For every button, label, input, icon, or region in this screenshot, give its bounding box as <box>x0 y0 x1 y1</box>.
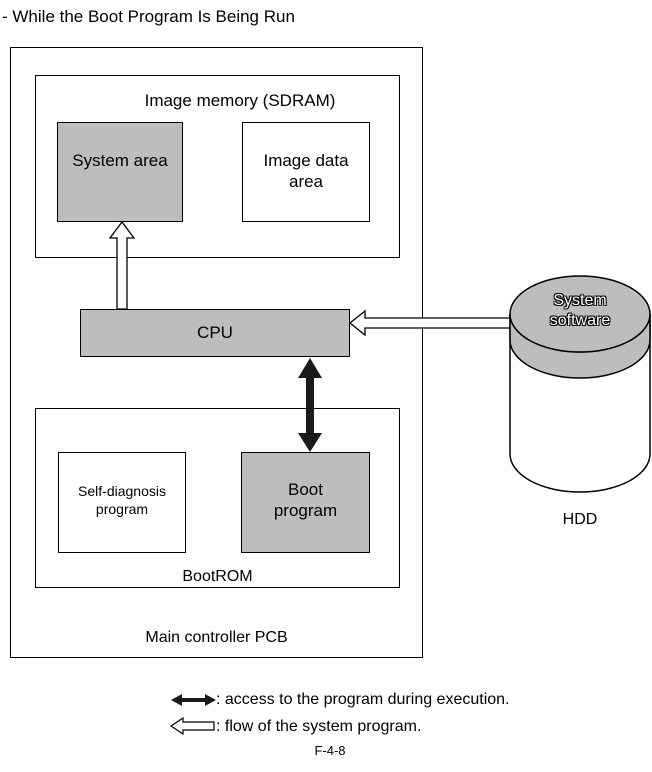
flow-arrow-hdd-to-cpu <box>348 309 515 337</box>
bootrom-label: BootROM <box>182 568 253 585</box>
self-diagnosis-box <box>58 452 186 553</box>
flow-arrow-cpu-to-system-area <box>108 220 136 310</box>
system-area-label: System area <box>72 151 168 170</box>
legend-flow-text: : flow of the system program. <box>216 718 422 735</box>
image-memory-label: Image memory (SDRAM) <box>144 91 336 110</box>
boot-program-label: Boot program <box>273 480 338 521</box>
image-data-area-label: Image data area <box>263 151 349 192</box>
legend-solid-double-arrow <box>171 694 216 706</box>
legend-hollow-arrow <box>169 716 215 736</box>
boot-program-box <box>241 452 370 553</box>
hdd-cylinder <box>509 275 651 493</box>
main-controller-pcb-label: Main controller PCB <box>145 629 288 646</box>
figure-id: F-4-8 <box>314 743 346 758</box>
system-area-box <box>57 122 183 222</box>
self-diagnosis-label: Self-diagnosis program <box>78 483 166 517</box>
system-software-label: System software <box>549 292 611 329</box>
page-heading: - While the Boot Program Is Being Run <box>2 7 295 26</box>
hdd-label: HDD <box>562 511 598 528</box>
cpu-box: CPU <box>80 309 350 357</box>
legend-access-text: : access to the program during execution… <box>216 691 510 708</box>
image-data-area-box <box>242 122 370 222</box>
cpu-label: CPU <box>197 323 233 342</box>
access-arrow-cpu-boot <box>298 358 322 452</box>
